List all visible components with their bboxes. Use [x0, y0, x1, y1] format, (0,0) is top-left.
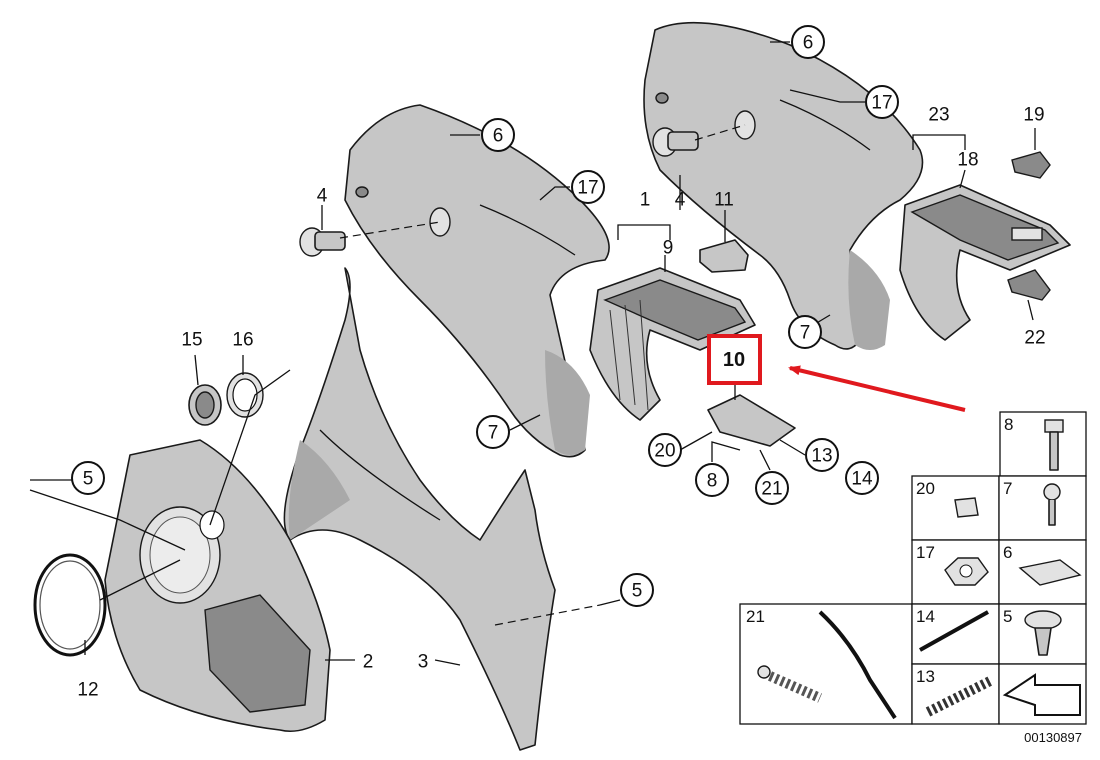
- svg-text:6: 6: [803, 33, 814, 54]
- label-18: 18: [957, 150, 978, 171]
- flap-part: [707, 394, 796, 447]
- svg-text:20: 20: [654, 441, 675, 462]
- label-9: 9: [663, 238, 674, 259]
- callout-5-right: 5: [620, 573, 654, 607]
- pin-icon: [919, 610, 989, 652]
- clip-part-4-top: [652, 127, 699, 157]
- svg-text:13: 13: [811, 446, 832, 467]
- svg-text:5: 5: [83, 469, 94, 490]
- duct-assembly-9: [589, 267, 756, 421]
- wheelhouse-panel-3: [283, 267, 556, 751]
- document-number: 00130897: [1024, 730, 1082, 745]
- legend-key-17: 17: [916, 543, 935, 562]
- label-4-left: 4: [317, 186, 328, 207]
- legend-key-20: 20: [916, 479, 935, 498]
- upper-right-trim-panel: [643, 21, 924, 350]
- cap-part-11: [699, 239, 749, 273]
- svg-text:17: 17: [577, 178, 598, 199]
- hardware-legend: 8 20 7 17 6 21 14 5 13: [739, 411, 1087, 745]
- legend-key-21: 21: [746, 607, 765, 626]
- svg-text:14: 14: [851, 469, 873, 490]
- label-16: 16: [232, 330, 253, 351]
- label-2: 2: [363, 652, 374, 673]
- label-12: 12: [77, 680, 98, 701]
- svg-text:5: 5: [632, 581, 643, 602]
- clip-part-4-left: [299, 227, 346, 257]
- label-22: 22: [1024, 328, 1045, 349]
- callout-17-mid: 17: [571, 170, 605, 204]
- svg-text:17: 17: [871, 93, 892, 114]
- cap-nut-icon: [954, 497, 979, 518]
- callout-6-mid: 6: [481, 118, 515, 152]
- highlight-arrow: [788, 365, 966, 412]
- screw-icon: [1043, 483, 1061, 526]
- svg-text:7: 7: [800, 323, 811, 344]
- svg-text:10: 10: [723, 349, 745, 371]
- legend-key-7: 7: [1003, 479, 1012, 498]
- label-1: 1: [640, 190, 651, 211]
- label-19: 19: [1023, 105, 1044, 126]
- cap-part-22: [1007, 269, 1051, 301]
- legend-key-8: 8: [1004, 415, 1013, 434]
- clip-icon: [1018, 559, 1082, 586]
- callout-20: 20: [648, 433, 682, 467]
- callout-21: 21: [755, 471, 789, 505]
- label-3: 3: [418, 652, 429, 673]
- callout-6-top: 6: [791, 25, 825, 59]
- legend-key-5: 5: [1003, 607, 1012, 626]
- middle-trim-panel: [344, 104, 610, 458]
- cable-rod-icon: [757, 610, 897, 720]
- legend-key-6: 6: [1003, 543, 1012, 562]
- label-23: 23: [928, 105, 949, 126]
- svg-text:21: 21: [761, 479, 782, 500]
- grommet-16: [226, 372, 264, 418]
- callout-5-left: 5: [71, 461, 105, 495]
- callout-7-top: 7: [788, 315, 822, 349]
- callout-13: 13: [805, 438, 839, 472]
- legend-key-13: 13: [916, 667, 935, 686]
- bolt-icon: [1044, 419, 1064, 471]
- duct-assembly-18: [899, 184, 1071, 341]
- label-15: 15: [181, 330, 202, 351]
- callout-17-top: 17: [865, 85, 899, 119]
- legend-key-14: 14: [916, 607, 935, 626]
- grommet-15: [188, 384, 222, 426]
- cap-part-19: [1011, 151, 1051, 179]
- push-rivet-icon: [1024, 610, 1062, 656]
- hex-nut-icon: [944, 557, 989, 586]
- callout-7-mid: 7: [476, 415, 510, 449]
- svg-text:8: 8: [707, 471, 718, 492]
- label-11: 11: [714, 190, 734, 211]
- direction-arrow-icon: [1002, 673, 1081, 716]
- callout-14: 14: [845, 461, 879, 495]
- highlighted-part-10: 10: [707, 334, 762, 385]
- svg-text:6: 6: [493, 126, 504, 147]
- front-panel-2: [104, 439, 331, 733]
- callout-8: 8: [695, 463, 729, 497]
- label-4-top: 4: [675, 190, 686, 211]
- speaker-ring-12: [33, 553, 107, 657]
- svg-text:7: 7: [488, 423, 499, 444]
